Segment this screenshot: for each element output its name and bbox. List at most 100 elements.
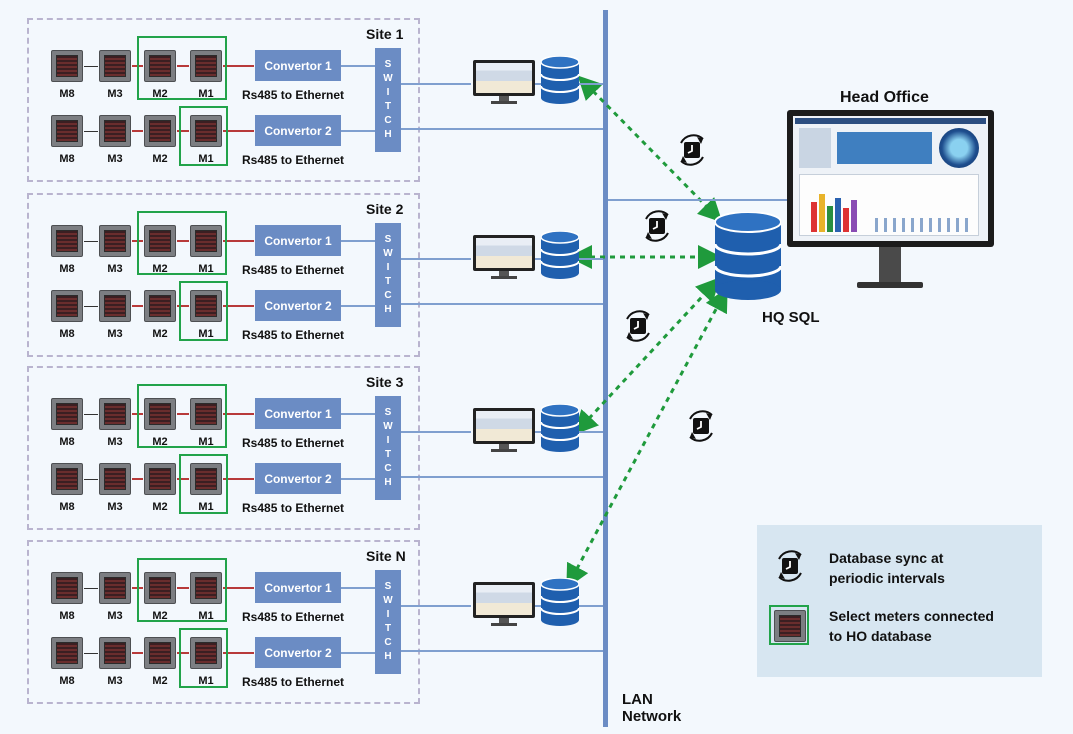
sync-clock-icon [778,550,802,582]
meter-label: M8 [59,263,75,275]
lan-link [401,431,471,433]
meter-icon[interactable] [190,637,222,669]
meter-icon[interactable] [190,572,222,604]
site-monitor-icon [473,60,535,104]
meter-label: M1 [198,88,214,100]
selected-meters-frame [179,454,228,514]
convertor-box[interactable]: Convertor 1 [255,50,341,81]
meter-icon[interactable] [99,398,131,430]
meter-icon[interactable] [144,50,176,82]
meter-icon[interactable] [99,572,131,604]
site-title: Site N [366,548,406,564]
convertor-box[interactable]: Convertor 2 [255,463,341,494]
monitor-part [491,623,517,626]
meter-link [84,588,98,589]
meter-icon[interactable] [190,398,222,430]
meter-icon[interactable] [144,398,176,430]
meter-label: M3 [107,610,123,622]
meter-icon[interactable] [99,637,131,669]
head-office-title: Head Office [840,89,929,106]
meter-icon[interactable] [51,225,83,257]
meter-icon[interactable] [99,115,131,147]
meter-icon[interactable] [99,463,131,495]
legend-sync-text: Database sync at periodic intervals [829,548,945,588]
switch-letter: W [383,421,393,432]
meter-link [177,130,189,132]
lan-link [401,83,471,85]
selected-meters-frame [179,281,228,341]
switch-letter: C [384,637,392,648]
meter-label: M2 [152,153,168,165]
selected-meters-frame [137,211,227,275]
switch-link [341,65,375,67]
meter-icon[interactable] [51,398,83,430]
meter-icon[interactable] [190,463,222,495]
switch-letter: H [384,477,392,488]
meter-icon[interactable] [51,572,83,604]
meter-icon[interactable] [144,572,176,604]
meter-link [84,479,98,480]
meter-label: M1 [198,436,214,448]
site-monitor-icon [473,582,535,626]
convertor-box[interactable]: Convertor 2 [255,115,341,146]
convertor-link [223,130,254,132]
legend-meter-text: Select meters connected to HO database [829,606,994,646]
meter-icon[interactable] [144,463,176,495]
meter-icon[interactable] [99,225,131,257]
meter-icon[interactable] [144,225,176,257]
lan-label-line2: Network [622,708,682,725]
convertor-box[interactable]: Convertor 2 [255,290,341,321]
meter-label: M3 [107,501,123,513]
switch-link [341,652,375,654]
meter-label: M8 [59,436,75,448]
meter-icon[interactable] [190,50,222,82]
monitor-part [499,618,509,623]
convertor-box[interactable]: Convertor 1 [255,225,341,256]
meter-icon[interactable] [99,50,131,82]
meter-icon[interactable] [51,50,83,82]
meter-icon[interactable] [144,290,176,322]
meter-icon[interactable] [51,290,83,322]
meter-label: M3 [107,436,123,448]
lan-link [401,605,471,607]
meter-icon[interactable] [190,290,222,322]
site-database-icon [541,578,579,626]
meter-icon[interactable] [51,637,83,669]
meter-icon[interactable] [144,637,176,669]
site-box [27,366,420,530]
lan-bus [603,10,608,727]
meter-link [132,652,143,654]
meter-icon[interactable] [51,463,83,495]
convertor-box[interactable]: Convertor 1 [255,572,341,603]
meter-icon[interactable] [99,290,131,322]
monitor-part [473,235,535,271]
legend-meter-line1: Select meters connected [829,608,994,624]
meter-icon[interactable] [190,115,222,147]
lan-link [401,650,603,652]
convertor-link [223,413,254,415]
meter-label: M1 [198,675,214,687]
meter-icon[interactable] [144,115,176,147]
meter-link [177,413,189,415]
switch-letter: C [384,115,392,126]
meter-link [84,306,98,307]
site-monitor-icon [473,408,535,452]
convertor-box[interactable]: Convertor 1 [255,398,341,429]
convertor-box[interactable]: Convertor 2 [255,637,341,668]
meter-link [177,305,189,307]
rs485-label: Rs485 to Ethernet [242,153,345,167]
ho-lan-link [608,199,787,201]
switch-letter: T [384,276,392,287]
monitor-part [473,408,535,444]
site-box [27,18,420,182]
meter-label: M3 [107,675,123,687]
convertor-link [223,478,254,480]
convertor-link [223,305,254,307]
meter-icon[interactable] [190,225,222,257]
meter-icon[interactable] [51,115,83,147]
switch-letter: T [384,449,392,460]
